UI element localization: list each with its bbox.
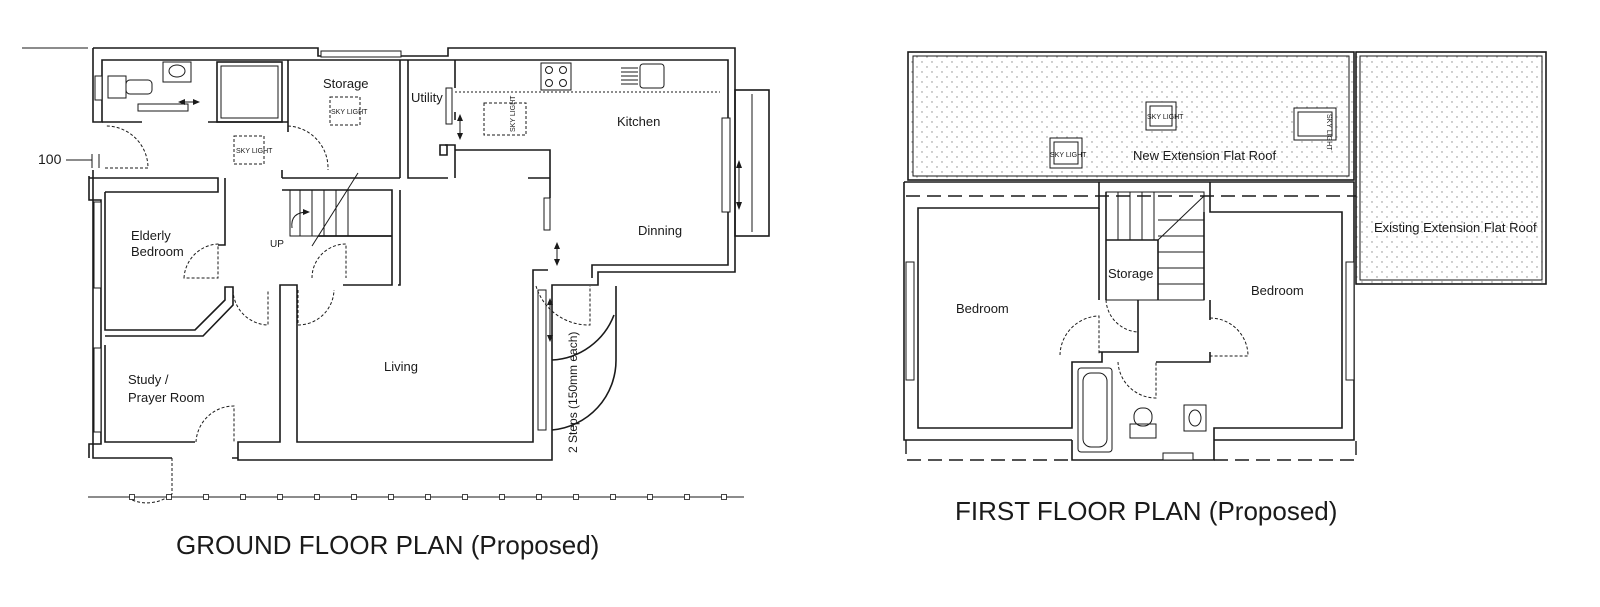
toilet: [107, 75, 127, 99]
fence-post: [203, 494, 209, 500]
hob: [540, 62, 572, 91]
window: [1162, 452, 1194, 461]
skylight: SKY LIGHT: [1293, 107, 1337, 151]
steps-label: 2 Steps (150mm each): [566, 332, 580, 453]
svg-text:SKY LIGHT: SKY LIGHT: [236, 148, 273, 155]
room-label-elderly: Elderly: [131, 228, 171, 243]
svg-text:SKY LIGHT: SKY LIGHT: [1147, 114, 1184, 121]
fence-post: [388, 494, 394, 500]
stair-up-label: UP: [270, 239, 284, 250]
toilet: [1129, 423, 1157, 439]
fence-post: [610, 494, 616, 500]
basin: [1183, 404, 1207, 432]
fence-post: [129, 494, 135, 500]
room-label-storage: Storage: [1108, 266, 1154, 281]
window: [905, 261, 915, 381]
fence-post: [462, 494, 468, 500]
window: [93, 347, 102, 433]
room-label-bedroom: Bedroom: [131, 244, 184, 259]
room-label-bedroom-right: Bedroom: [1251, 283, 1304, 298]
fence-post: [536, 494, 542, 500]
fence-post: [240, 494, 246, 500]
svg-text:SKY LIGHT: SKY LIGHT: [510, 95, 517, 132]
fence-post: [314, 494, 320, 500]
skylight: SKY LIGHT: [329, 96, 368, 126]
skylight: SKY LIGHT: [483, 95, 527, 136]
basin: [162, 61, 192, 83]
window: [721, 117, 731, 213]
window: [543, 197, 551, 231]
room-label-existing-roof: Existing Extension Flat Roof: [1374, 220, 1537, 235]
first-floor-title: FIRST FLOOR PLAN (Proposed): [955, 496, 1337, 526]
fence-post: [573, 494, 579, 500]
external-deck: [734, 89, 770, 237]
skylight: SKY LIGHT: [1145, 101, 1184, 131]
first-outer-wall: [903, 181, 1355, 461]
fence-post: [684, 494, 690, 500]
fence-post: [277, 494, 283, 500]
kitchen-sink: [639, 63, 665, 89]
existing-extension-flat-roof: [1355, 51, 1547, 285]
window: [1345, 261, 1355, 381]
fence-post: [351, 494, 357, 500]
window: [445, 87, 453, 125]
room-label-study: Study /: [128, 372, 169, 387]
shower-enclosure: [216, 61, 283, 123]
skylight: SKY LIGHT: [1049, 137, 1087, 169]
room-label-prayer-room: Prayer Room: [128, 390, 205, 405]
staircase: [1105, 191, 1205, 301]
ground-floor-plan: 100: [22, 47, 770, 560]
room-label-bedroom-left: Bedroom: [956, 301, 1009, 316]
window: [93, 201, 102, 289]
window: [320, 50, 402, 58]
svg-text:SKY LIGHT: SKY LIGHT: [331, 109, 368, 116]
fence-post: [499, 494, 505, 500]
door-swings: [105, 125, 617, 504]
svg-text:SKY LIGHT: SKY LIGHT: [1050, 152, 1087, 159]
svg-text:SKY LIGHT: SKY LIGHT: [1325, 114, 1332, 151]
ground-floor-title: GROUND FLOOR PLAN (Proposed): [176, 530, 599, 560]
window: [137, 103, 189, 112]
first-floor-plan: SKY LIGHT SKY LIGHT SKY LIGHT: [903, 51, 1547, 526]
fence-post: [166, 494, 172, 500]
room-label-storage: Storage: [323, 76, 369, 91]
fence-post: [425, 494, 431, 500]
dimension-label: 100: [38, 151, 62, 167]
staircase: UP: [270, 172, 393, 250]
window: [94, 75, 103, 101]
new-extension-flat-roof: [907, 51, 1355, 181]
fence-posts: [129, 494, 727, 500]
bathtub: [1077, 367, 1113, 453]
room-label-living: Living: [384, 359, 418, 374]
room-label-dinning: Dinning: [638, 223, 682, 238]
room-label-kitchen: Kitchen: [617, 114, 660, 129]
window: [537, 289, 547, 431]
fence-post: [647, 494, 653, 500]
door-swings: [1059, 299, 1249, 399]
fence-post: [721, 494, 727, 500]
drainer: [621, 67, 638, 85]
room-label-utility: Utility: [411, 90, 443, 105]
ground-outer-wall: [92, 47, 736, 461]
skylight: SKY LIGHT: [233, 135, 273, 165]
room-label-new-roof: New Extension Flat Roof: [1133, 148, 1276, 163]
